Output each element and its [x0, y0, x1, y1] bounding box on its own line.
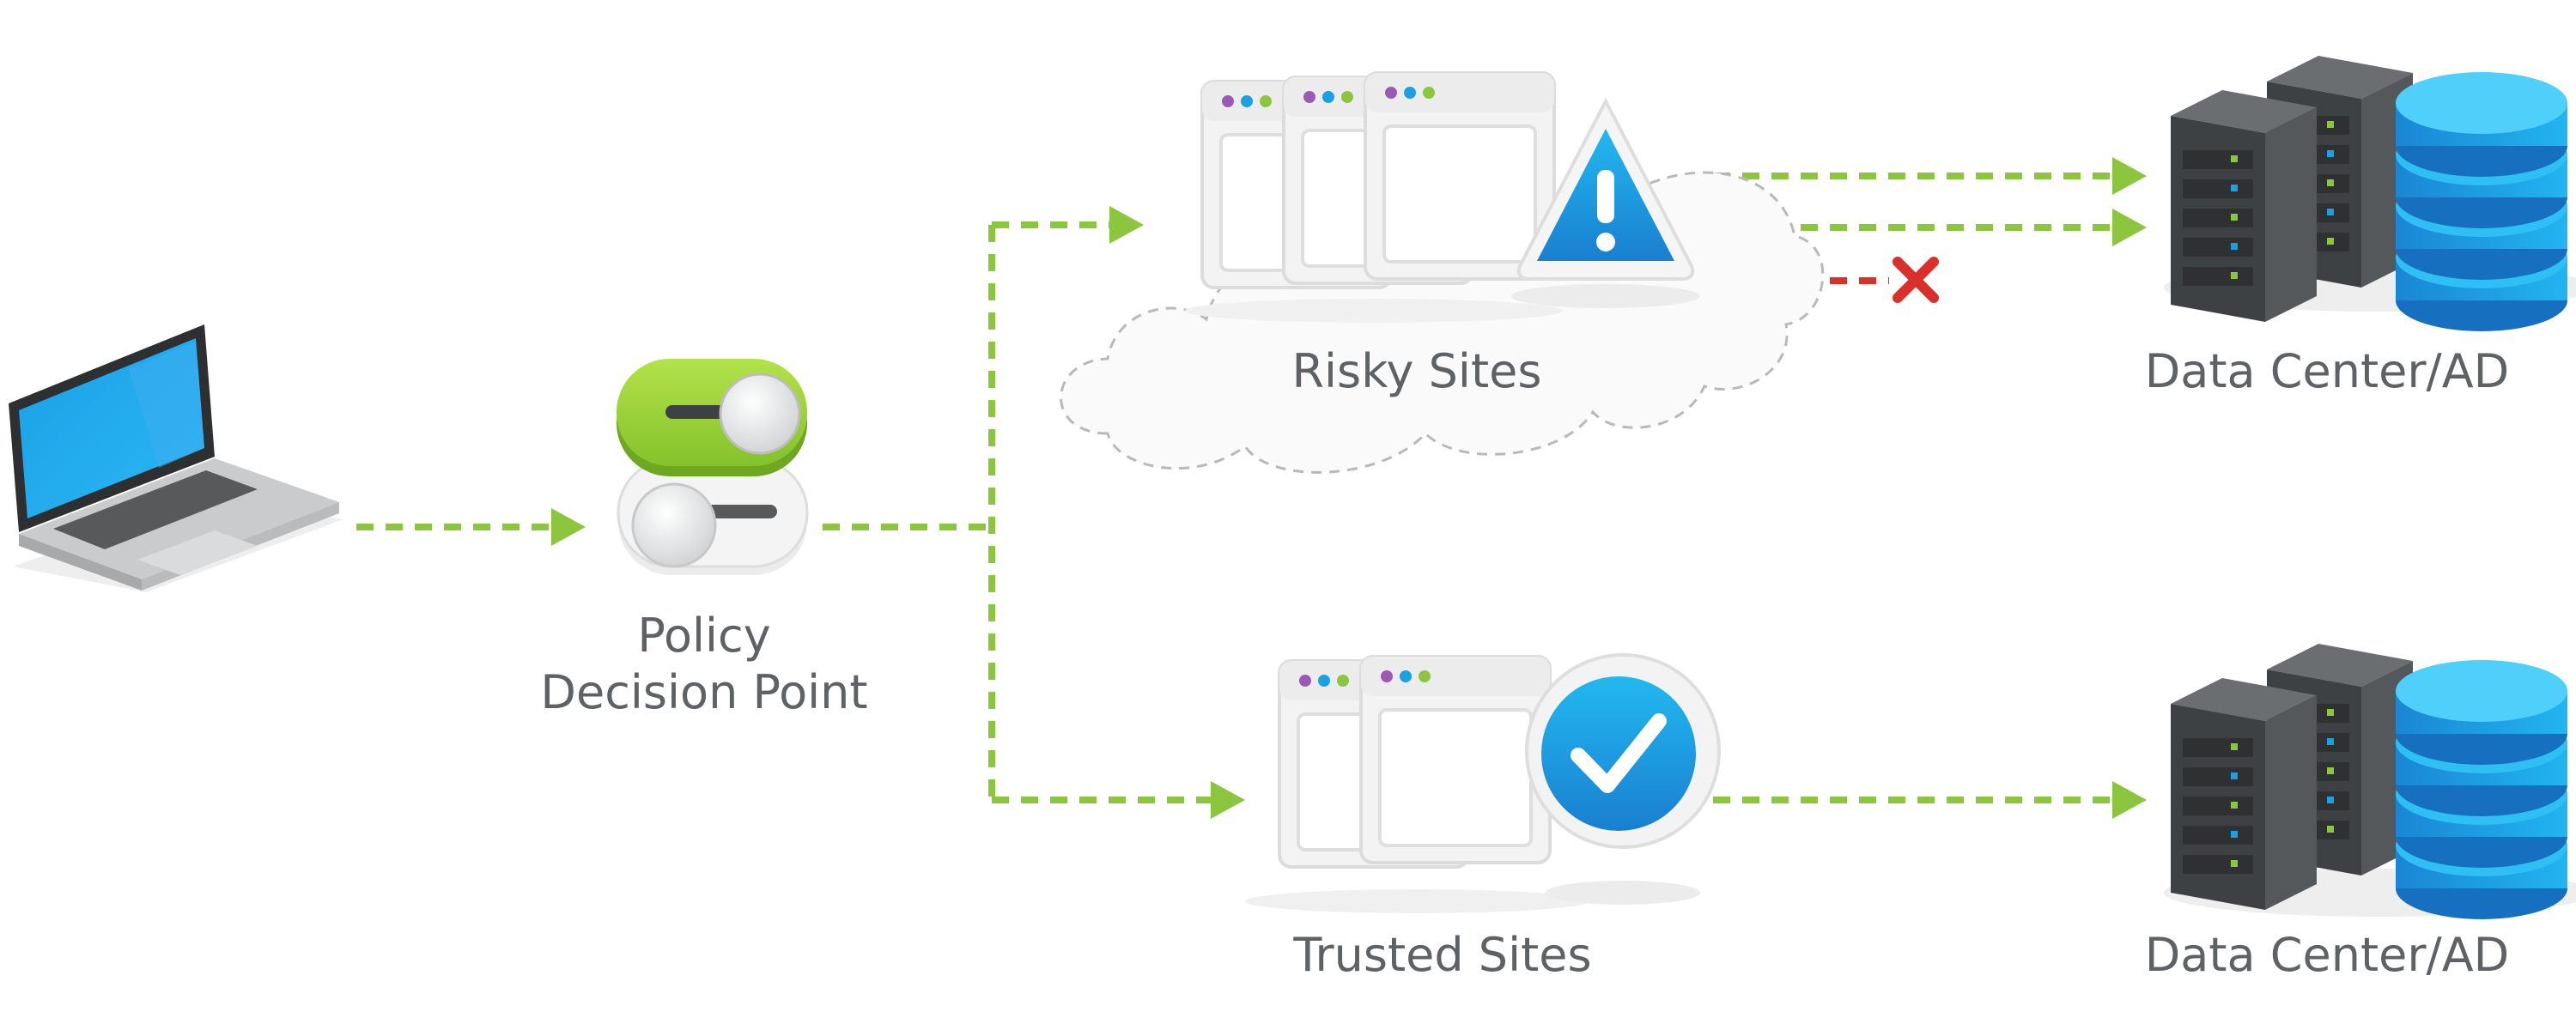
arrowhead-trusted: [1211, 781, 1245, 819]
laptop-icon: [9, 324, 343, 592]
arrowhead-datacenter-top-1: [2112, 157, 2147, 195]
checkmark-badge-icon: [1525, 653, 1721, 905]
risky-browser-windows: [1185, 71, 1563, 323]
arrowhead-policy: [551, 508, 586, 546]
database-icon: [2396, 660, 2567, 919]
warning-triangle-icon: [1511, 97, 1700, 308]
database-icon: [2396, 72, 2567, 331]
trusted-sites-label: Trusted Sites: [1293, 928, 1592, 982]
arrowhead-datacenter-top-2: [2112, 209, 2147, 246]
policy-label-line2: Decision Point: [540, 665, 868, 719]
datacenter-top: [2164, 56, 2576, 331]
datacenter-bottom-label: Data Center/AD: [2144, 928, 2510, 982]
datacenter-top-label: Data Center/AD: [2144, 344, 2510, 398]
datacenter-bottom: [2164, 644, 2576, 919]
risky-sites-label: Risky Sites: [1291, 344, 1542, 398]
x-mark-icon: [1893, 257, 1939, 303]
toggle-switch-icon: [617, 359, 809, 575]
arrowhead-risky: [1109, 206, 1144, 244]
arrowhead-datacenter-bottom: [2112, 781, 2147, 819]
trusted-browser-windows: [1245, 655, 1589, 913]
policy-label-line1: Policy: [637, 609, 771, 663]
